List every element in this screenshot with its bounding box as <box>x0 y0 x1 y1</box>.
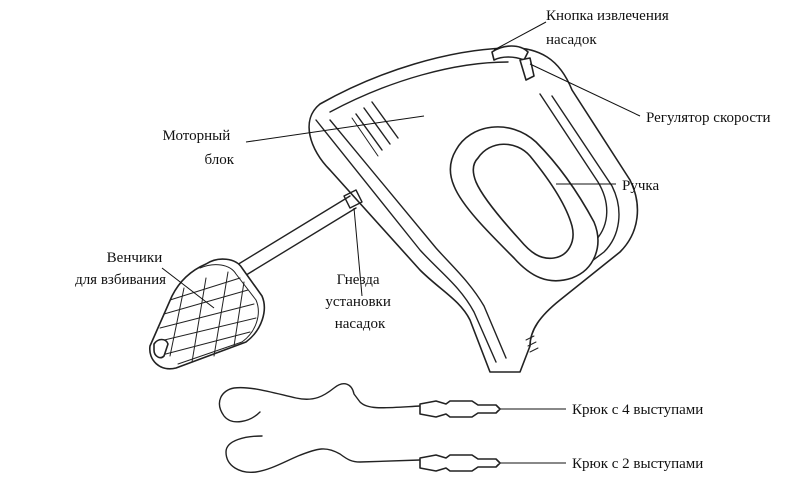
dough-hook-2-drawing <box>226 436 500 472</box>
sockets-label: Гнезда установки насадок <box>325 272 394 332</box>
beaters-label: Венчики для взбивания <box>75 250 166 288</box>
eject-button-label: Кнопка извлечения насадок <box>546 8 673 48</box>
eject-button-label-line2: насадок <box>546 32 597 48</box>
motor-block-label-line1: Моторный <box>162 128 230 144</box>
motor-block-label: Моторный блок <box>162 128 234 168</box>
beaters-label-line2: для взбивания <box>75 272 166 288</box>
sockets-label-line2: установки <box>325 294 390 310</box>
eject-button-label-line1: Кнопка извлечения <box>546 8 669 24</box>
sockets-label-line3: насадок <box>335 316 386 332</box>
handle-label: Ручка <box>622 178 659 194</box>
beaters-label-line1: Венчики <box>107 250 163 266</box>
hook-2-label: Крюк с 2 выступами <box>572 456 703 472</box>
beater-shaft <box>232 196 356 280</box>
hook-4-label: Крюк с 4 выступами <box>572 402 703 418</box>
sockets-label-line1: Гнезда <box>337 272 380 288</box>
dough-hook-4-drawing <box>219 384 500 422</box>
motor-block-label-line2: блок <box>204 152 234 168</box>
beater-whisk-drawing <box>150 259 265 369</box>
speed-regulator-label: Регулятор скорости <box>646 110 771 126</box>
